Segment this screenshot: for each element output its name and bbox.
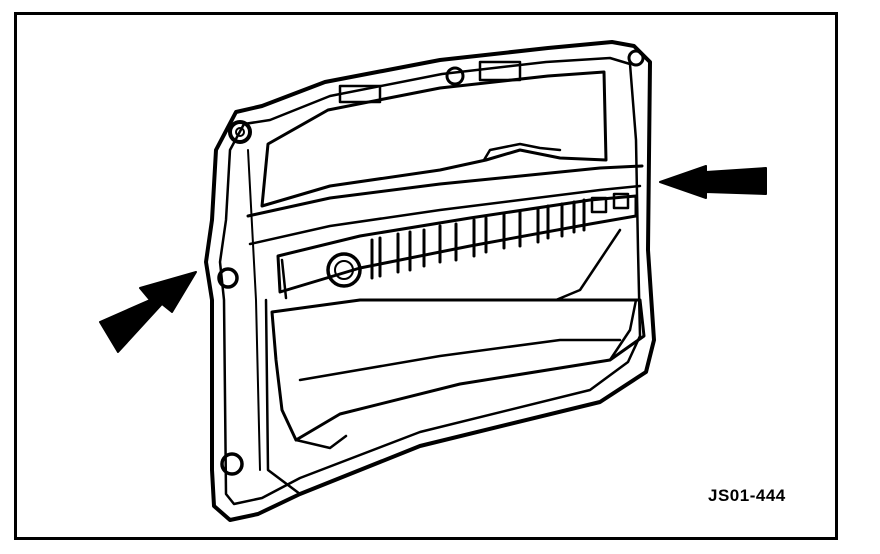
figure-frame	[14, 12, 838, 540]
mounting-hole-upper-left	[228, 120, 252, 144]
square-button-2	[612, 192, 630, 210]
control-slots	[370, 198, 586, 280]
control-panel-recess	[276, 194, 638, 294]
storage-pocket-rim	[270, 298, 646, 442]
rotary-knob	[326, 252, 362, 288]
upper-opening	[260, 70, 608, 208]
control-shelf	[246, 164, 644, 218]
figure-id-label: JS01-444	[708, 486, 786, 505]
mounting-hole-top-right	[627, 49, 645, 67]
mounting-hole-top	[445, 66, 465, 86]
mounting-hole-lower-left	[220, 452, 244, 476]
bezel-outer-outline	[204, 40, 656, 522]
storage-pocket-floor	[298, 338, 622, 382]
arrow-left-pointing-right-up	[99, 271, 197, 353]
bezel-rim-inner	[218, 56, 642, 506]
center-bracket	[482, 142, 562, 162]
mounting-hole-mid-left	[217, 267, 239, 289]
mounting-hole-upper-left-inner	[235, 127, 245, 137]
top-tab-right	[478, 60, 522, 82]
square-button-1	[590, 196, 608, 214]
arrow-right-pointing-left	[659, 165, 767, 199]
top-tab-left	[338, 84, 382, 104]
